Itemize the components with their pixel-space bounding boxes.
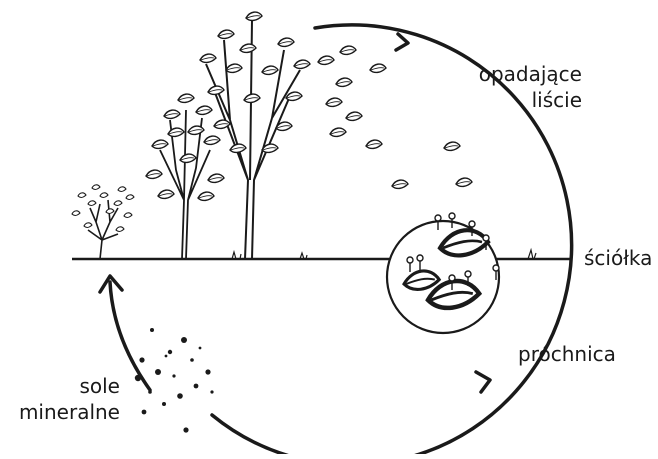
sapling-icon bbox=[72, 185, 134, 259]
tall-tree-icon bbox=[200, 12, 310, 259]
decomposing-leaves-icon bbox=[387, 213, 499, 333]
minerals-label-line2: mineralne bbox=[6, 400, 120, 424]
falling-leaf-icon bbox=[318, 46, 472, 188]
minerals-label-line1: sole bbox=[20, 374, 120, 398]
falling-leaves-label-line2: liście bbox=[450, 88, 582, 112]
falling-leaves-label-line1: opadające bbox=[450, 62, 582, 86]
humus-label: próchnica bbox=[518, 342, 616, 366]
mineral-dots-icon bbox=[135, 328, 214, 433]
young-tree-icon bbox=[146, 94, 224, 259]
litter-label: ściółka bbox=[584, 246, 652, 270]
